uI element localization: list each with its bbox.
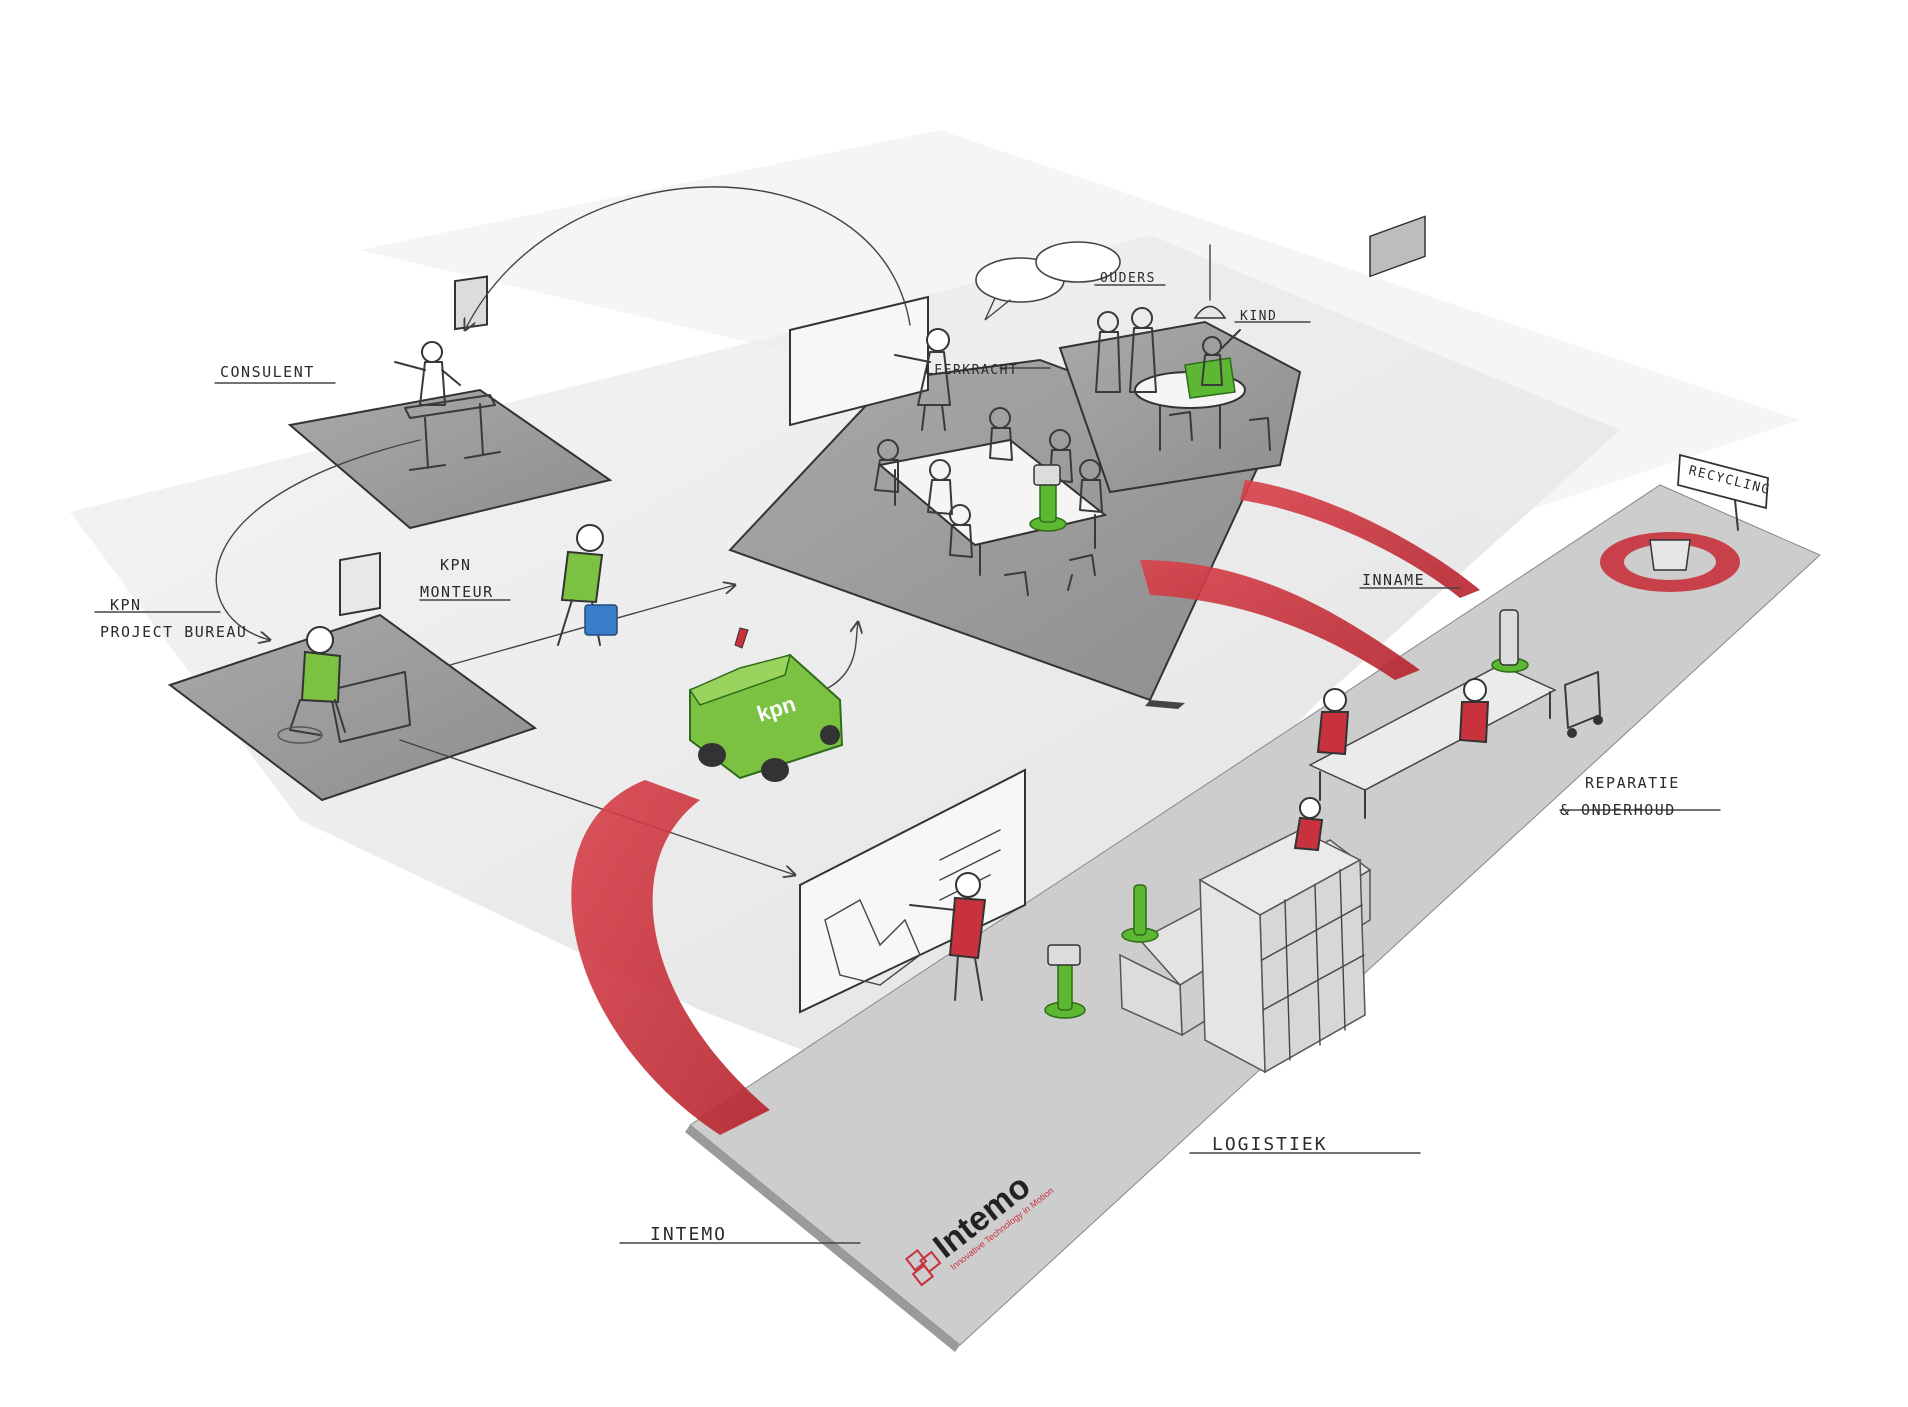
warehouse-stacks xyxy=(1044,797,1372,1074)
repair-station xyxy=(1308,215,1603,819)
briefcase-icon xyxy=(584,604,618,636)
label-onderhoud: & ONDERHOUD xyxy=(1560,801,1676,819)
label-underlines xyxy=(94,284,1721,1244)
label-kpn-project-line1: KPN xyxy=(110,596,142,614)
label-kind: KIND xyxy=(1240,309,1277,324)
label-logistiek: LOGISTIEK xyxy=(1212,1134,1328,1155)
label-leerkracht: LEERKRACHT xyxy=(925,363,1018,378)
label-ouders: OUDERS xyxy=(1100,271,1156,286)
label-kpn-monteur-line2: MONTEUR xyxy=(420,583,494,601)
consulent-platform xyxy=(287,275,613,530)
speech-bubbles xyxy=(975,241,1121,321)
home-platform xyxy=(1058,244,1302,494)
label-kpn-project-line2: PROJECT BUREAU xyxy=(100,623,247,641)
label-kpn-monteur-line1: KPN xyxy=(440,556,472,574)
kpn-van: kpn xyxy=(688,627,844,782)
label-consulent: CONSULENT xyxy=(220,363,315,381)
label-reparatie: REPARATIE xyxy=(1585,774,1680,792)
kpn-project-bureau-platform xyxy=(167,551,538,802)
red-flow-bands xyxy=(571,480,1480,1135)
label-intemo: INTEMO xyxy=(650,1224,727,1245)
kpn-monteur-figure xyxy=(557,524,618,646)
planning-board xyxy=(799,768,1026,1014)
logo-square-icon xyxy=(904,1248,928,1272)
recycling-station xyxy=(1600,453,1769,592)
label-inname: INNAME xyxy=(1362,571,1425,589)
